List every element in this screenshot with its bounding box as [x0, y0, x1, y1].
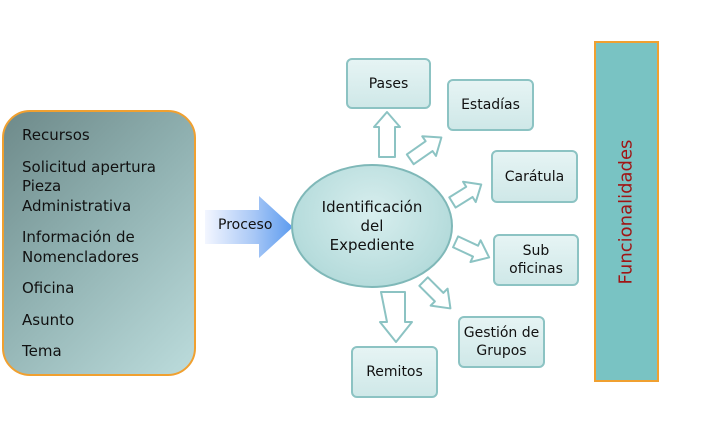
- input-item-informacion: Información de Nomencladores: [22, 228, 139, 266]
- input-item-oficina: Oficina: [22, 279, 75, 297]
- funcionalidades-bar: [594, 41, 659, 382]
- pases-label: Pases: [368, 75, 409, 92]
- input-item-solicitud: Solicitud apertura Pieza Administrativa: [22, 157, 156, 215]
- input-item-asunto: Asunto: [22, 310, 75, 329]
- pases-box: Pases: [346, 58, 431, 109]
- input-item-tema: Tema: [22, 342, 62, 360]
- gestion-grupos-box: Gestión de Grupos: [458, 316, 545, 368]
- arrow-to-estadias: [405, 135, 443, 166]
- funcionalidades-label: Funcionalidades: [615, 139, 637, 285]
- inputs-list: Recursos Solicitud apertura Pieza Admini…: [22, 126, 156, 374]
- identificacion-node: [291, 164, 453, 288]
- proceso-arrow: [205, 196, 293, 258]
- arrow-to-gestion: [418, 276, 452, 310]
- caratula-box: Carátula: [491, 150, 578, 203]
- estadias-box: Estadías: [447, 79, 534, 131]
- input-item-recursos: Recursos: [22, 126, 90, 144]
- suboficinas-box: Sub oficinas: [493, 234, 579, 286]
- remitos-box: Remitos: [351, 346, 438, 398]
- identificacion-label: Identificación del Expediente: [321, 198, 423, 254]
- arrow-to-pases: [373, 111, 401, 158]
- inputs-panel: Recursos Solicitud apertura Pieza Admini…: [2, 110, 196, 376]
- arrow-to-suboficinas: [452, 235, 491, 263]
- caratula-label: Carátula: [504, 168, 565, 185]
- remitos-label: Remitos: [366, 364, 423, 380]
- gestion-grupos-label: Gestión de Grupos: [463, 325, 540, 359]
- estadias-label: Estadías: [461, 97, 520, 113]
- arrow-to-remitos: [379, 291, 413, 343]
- proceso-label: Proceso: [218, 217, 273, 233]
- suboficinas-label: Sub oficinas: [509, 243, 563, 277]
- arrow-to-caratula: [448, 180, 483, 209]
